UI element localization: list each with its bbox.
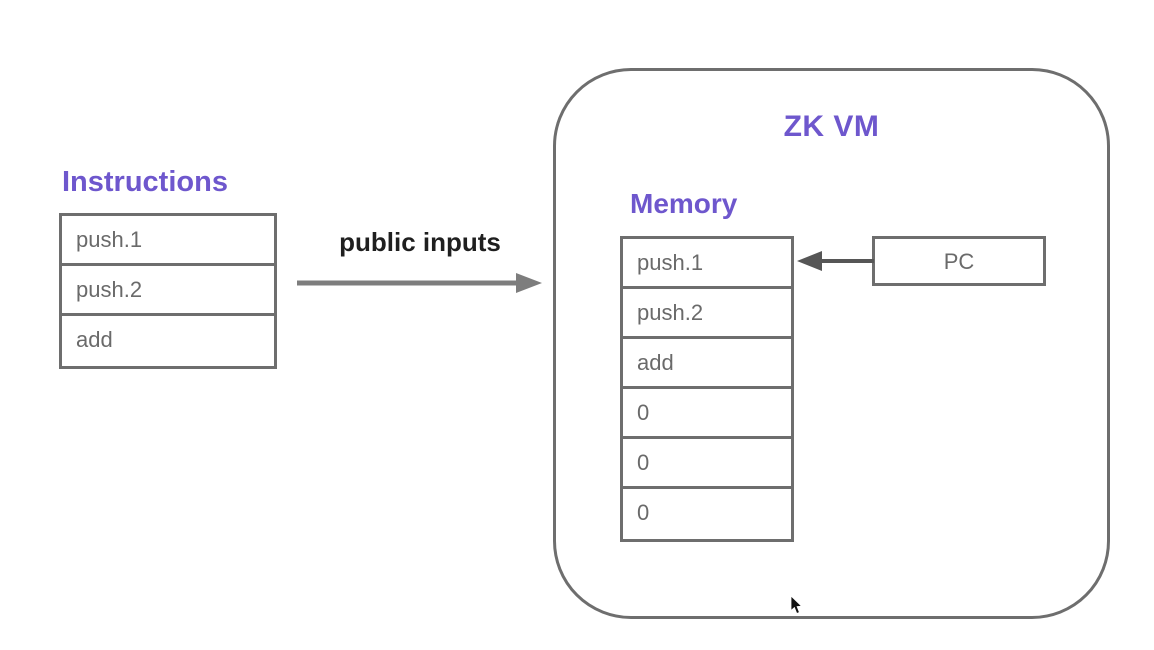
memory-cell: 0 <box>623 439 791 489</box>
public-inputs-label: public inputs <box>339 227 501 257</box>
memory-cell: 0 <box>623 489 791 539</box>
memory-table: push.1 push.2 add 0 0 0 <box>620 236 794 542</box>
pc-pointer-arrow-icon <box>797 251 874 271</box>
memory-cell: push.2 <box>623 289 791 339</box>
public-inputs-arrow-icon <box>297 273 542 293</box>
memory-title: Memory <box>630 188 738 219</box>
instruction-row: add <box>62 316 274 366</box>
memory-cell: push.1 <box>623 239 791 289</box>
pc-register-box: PC <box>872 236 1046 286</box>
memory-cell: add <box>623 339 791 389</box>
instructions-table: push.1 push.2 add <box>59 213 277 369</box>
instruction-row: push.1 <box>62 216 274 266</box>
memory-cell: 0 <box>623 389 791 439</box>
zkvm-title: ZK VM <box>783 110 880 143</box>
zkvm-container <box>553 68 1110 619</box>
instructions-title: Instructions <box>62 166 228 198</box>
instruction-row: push.2 <box>62 266 274 316</box>
mouse-cursor-icon <box>790 596 803 615</box>
